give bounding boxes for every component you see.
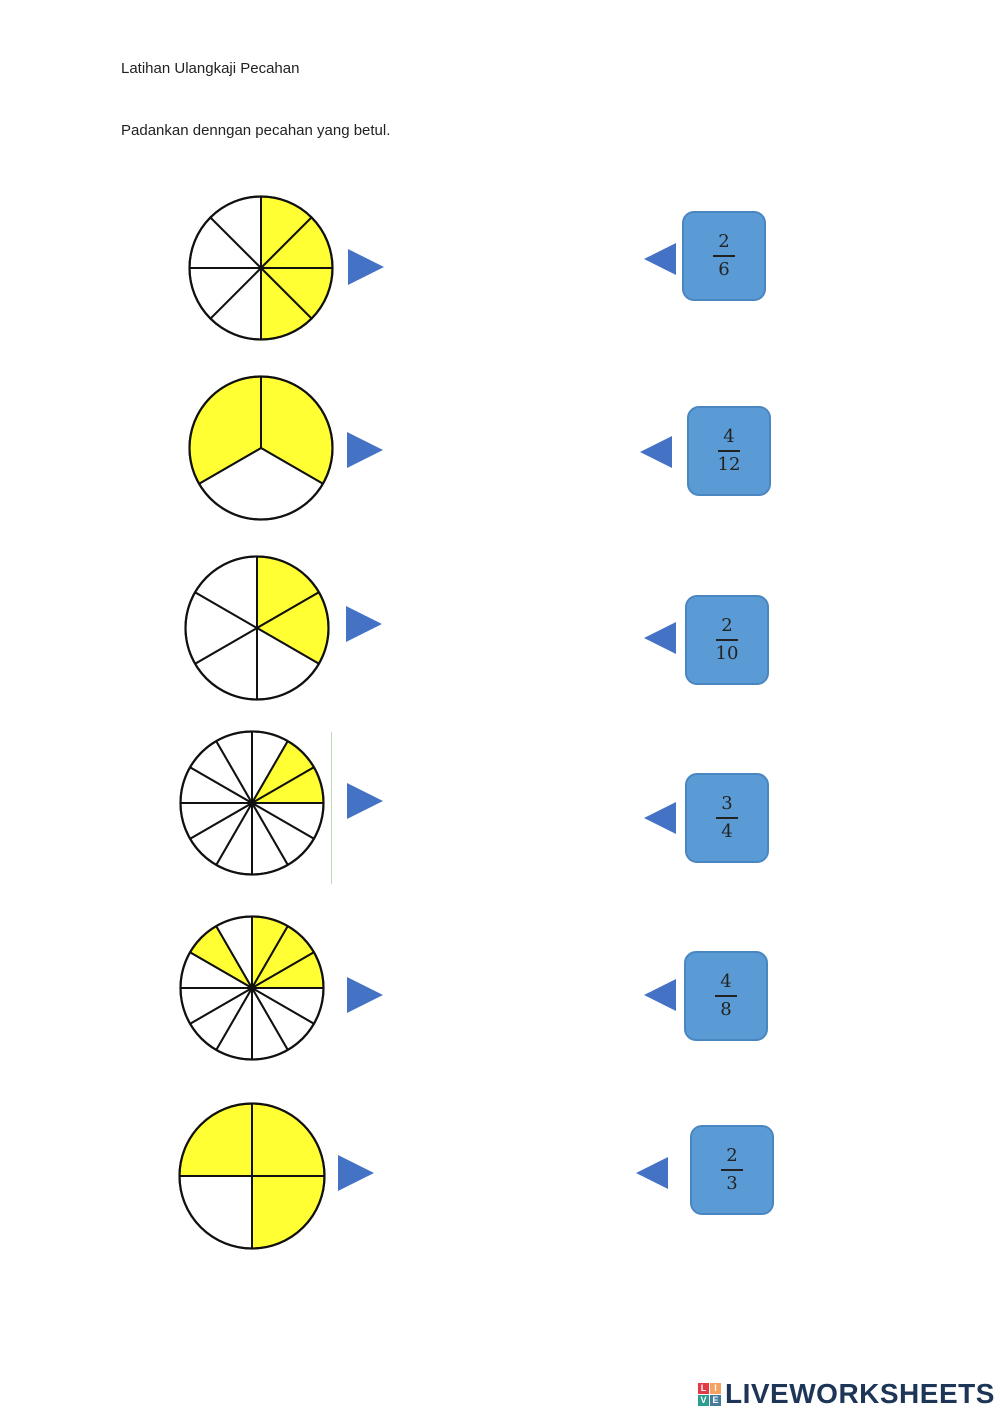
pie-outline [179,915,325,1061]
fraction-denominator: 10 [715,642,739,664]
fraction-card-2[interactable]: 4 12 [687,406,771,496]
match-handle-right-2[interactable] [640,436,672,468]
pie-chart-4 [179,730,325,876]
divider-line [331,732,332,884]
pie-chart-1 [188,195,334,341]
match-handle-left-4[interactable] [347,783,383,819]
pie-outline [179,730,325,876]
logo-mark-letter: L [698,1382,709,1394]
fraction-bar [715,995,737,997]
pie-outline [178,1102,326,1250]
match-handle-left-5[interactable] [347,977,383,1013]
fraction-numerator: 2 [718,231,730,253]
fraction-card-6[interactable]: 2 3 [690,1125,774,1215]
fraction-numerator: 3 [721,793,733,815]
match-handle-left-3[interactable] [346,606,382,642]
pie-chart-6 [178,1102,326,1250]
logo-mark-letter: E [710,1394,721,1406]
fraction-denominator: 3 [726,1172,738,1194]
pie-chart-2 [188,375,334,521]
match-handle-left-1[interactable] [348,249,384,285]
fraction-numerator: 4 [720,971,732,993]
logo-mark-letter: I [710,1382,721,1394]
fraction-card-1[interactable]: 2 6 [682,211,766,301]
fraction-denominator: 6 [718,258,730,280]
pie-chart-3 [184,555,330,701]
fraction-numerator: 2 [721,615,733,637]
pie-outline [188,195,334,341]
fraction-card-4[interactable]: 3 4 [685,773,769,863]
fraction-bar [716,817,738,819]
fraction-bar [721,1169,743,1171]
fraction-numerator: 2 [726,1145,738,1167]
logo-mark-icon: L I V E [698,1382,721,1406]
pie-outline [188,375,334,521]
fraction-bar [718,450,740,452]
fraction-denominator: 4 [721,820,733,842]
fraction-card-5[interactable]: 4 8 [684,951,768,1041]
match-handle-right-1[interactable] [644,243,676,275]
pie-outline [184,555,330,701]
match-handle-right-6[interactable] [636,1157,668,1189]
match-handle-left-6[interactable] [338,1155,374,1191]
logo-mark-letter: V [698,1394,709,1406]
worksheet-title: Latihan Ulangkaji Pecahan [121,60,300,77]
match-handle-left-2[interactable] [347,432,383,468]
liveworksheets-logo: L I V E LIVEWORKSHEETS [698,1378,995,1410]
fraction-numerator: 4 [723,426,735,448]
instruction-text: Padankan denngan pecahan yang betul. [121,122,391,139]
pie-chart-5 [179,915,325,1061]
fraction-bar [713,255,735,257]
fraction-denominator: 8 [720,998,732,1020]
logo-text: LIVEWORKSHEETS [725,1378,995,1409]
match-handle-right-5[interactable] [644,979,676,1011]
fraction-card-3[interactable]: 2 10 [685,595,769,685]
fraction-bar [716,639,738,641]
match-handle-right-3[interactable] [644,622,676,654]
match-handle-right-4[interactable] [644,802,676,834]
fraction-denominator: 12 [717,453,741,475]
